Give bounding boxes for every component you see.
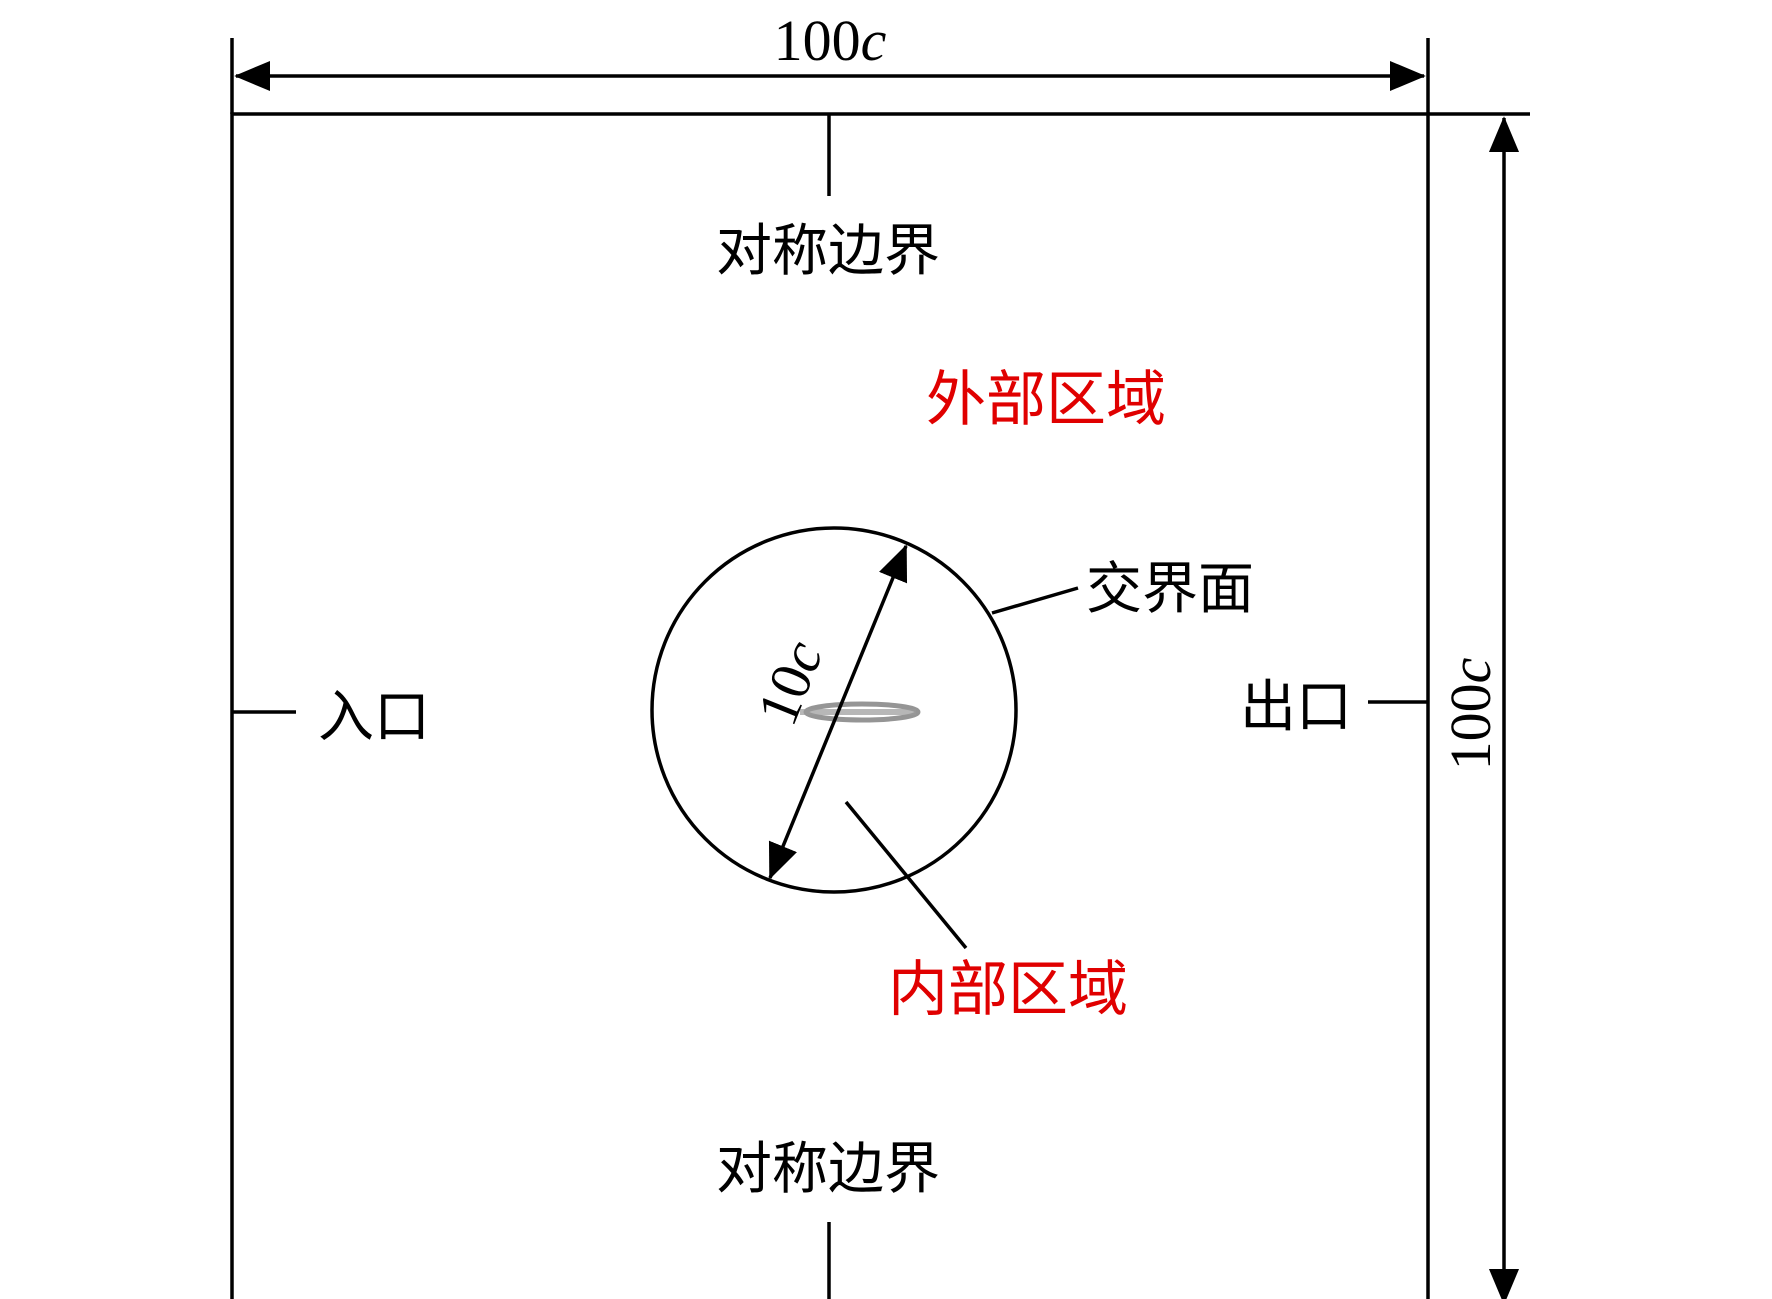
top-symmetric-label: 对称边界 <box>716 219 940 284</box>
airfoil-icon <box>800 701 921 723</box>
inner-region-leader <box>844 800 968 950</box>
top-dimension-variable: c <box>861 8 887 73</box>
bottom-symmetric-label: 对称边界 <box>716 1137 940 1202</box>
top-dimension-number: 100 <box>774 8 861 73</box>
right-dimension-variable: c <box>1438 657 1503 683</box>
top-dimension-label: 100c <box>774 8 887 73</box>
inlet-label: 入口 <box>318 685 430 750</box>
right-dimension-number: 100 <box>1438 683 1503 770</box>
right-dimension-label: 100c <box>1438 657 1503 770</box>
interface-label: 交界面 <box>1086 557 1254 622</box>
diameter-arrow <box>768 544 908 880</box>
inner-region-label: 内部区域 <box>888 955 1128 1025</box>
interface-leader <box>991 586 1079 615</box>
outlet-label: 出口 <box>1240 675 1352 740</box>
outer-region-label: 外部区域 <box>926 365 1166 435</box>
interface-circle <box>650 526 1018 894</box>
